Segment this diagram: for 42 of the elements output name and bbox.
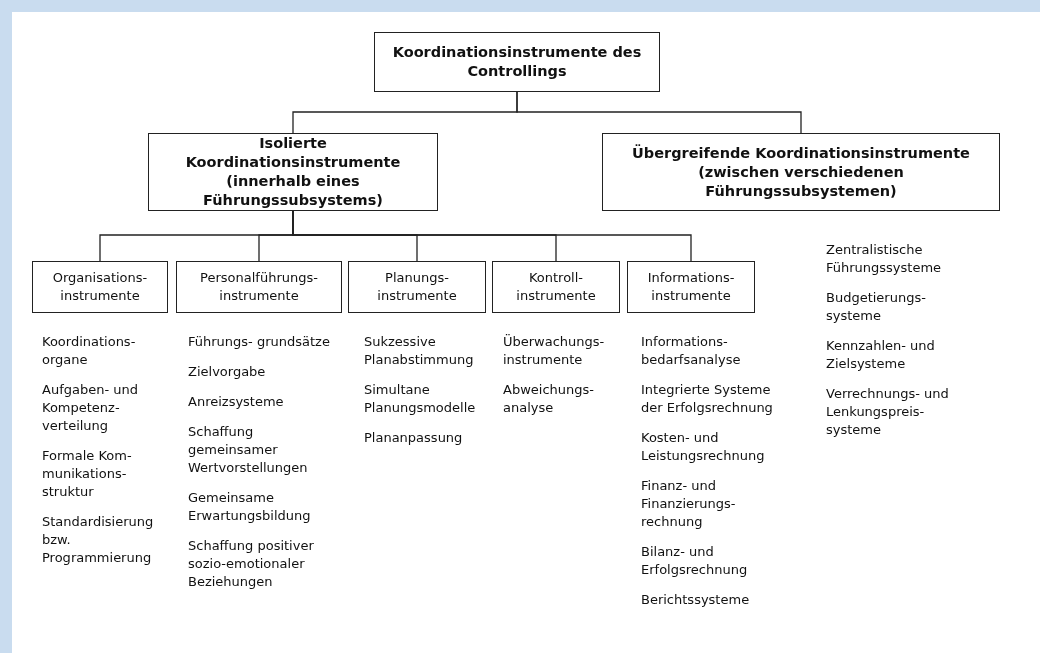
list-item: Anreizsysteme	[188, 393, 285, 411]
box-title: Planungs- instrumente	[376, 269, 458, 305]
list-item: Budgetierungs- systeme	[826, 289, 927, 325]
instrument-box	[176, 261, 342, 313]
instrument-box	[348, 261, 486, 313]
list-item: Abweichungs- analyse	[503, 381, 595, 417]
box-title: Isolierte Koordinationsinstrumente (innerhalb eines Führungssubsystems)	[184, 134, 402, 210]
instrument-box	[32, 261, 168, 313]
list-item: Standardisierung bzw. Programmierung	[42, 513, 155, 567]
list-item: Zentralistische Führungssysteme	[826, 241, 943, 277]
list-item: Schaffung positiver sozio-emotionaler Beziehungen	[188, 537, 315, 591]
list-item: Finanz- und Finanzierungs- rechnung	[641, 477, 737, 531]
box-title: Kontroll- instrumente	[515, 269, 597, 305]
list-item: Kennzahlen- und Zielsysteme	[826, 337, 936, 373]
box-title: Koordinationsinstrumente des Controllings	[391, 43, 643, 81]
list-item: Verrechnungs- und Lenkungspreis- systeme	[826, 385, 950, 439]
instrument-box	[627, 261, 755, 313]
list-item: Simultane Planungsmodelle	[364, 381, 477, 417]
category-box	[148, 133, 438, 211]
instrument-box	[492, 261, 620, 313]
list-item: Berichtssysteme	[641, 591, 751, 609]
list-item: Bilanz- und Erfolgsrechnung	[641, 543, 749, 579]
list-item: Aufgaben- und Kompetenz- verteilung	[42, 381, 139, 435]
list-item: Integrierte Systeme der Erfolgsrechnung	[641, 381, 774, 417]
list-item: Koordinations- organe	[42, 333, 137, 369]
list-item: Sukzessive Planabstimmung	[364, 333, 475, 369]
list-item: Informations- bedarfsanalyse	[641, 333, 742, 369]
connector-line	[516, 91, 802, 134]
category-box	[374, 32, 660, 92]
box-title: Übergreifende Koordinationsinstrumente (zwischen verschiedenen Führungssubsystemen)	[631, 143, 971, 201]
list-item: Gemeinsame Erwartungsbildung	[188, 489, 312, 525]
box-title: Organisations- instrumente	[51, 269, 149, 305]
list-item: Schaffung gemeinsamer Wertvorstellungen	[188, 423, 309, 477]
box-title: Personalführungs- instrumente	[199, 269, 319, 305]
list-item: Plananpassung	[364, 429, 464, 447]
list-item: Formale Kom- munikations- struktur	[42, 447, 133, 501]
list-item: Führungs- grundsätze	[188, 333, 331, 351]
category-box	[602, 133, 1000, 211]
list-item: Überwachungs- instrumente	[503, 333, 606, 369]
list-item: Kosten- und Leistungsrechnung	[641, 429, 766, 465]
box-title: Informations- instrumente	[646, 269, 736, 305]
list-item: Zielvorgabe	[188, 363, 267, 381]
